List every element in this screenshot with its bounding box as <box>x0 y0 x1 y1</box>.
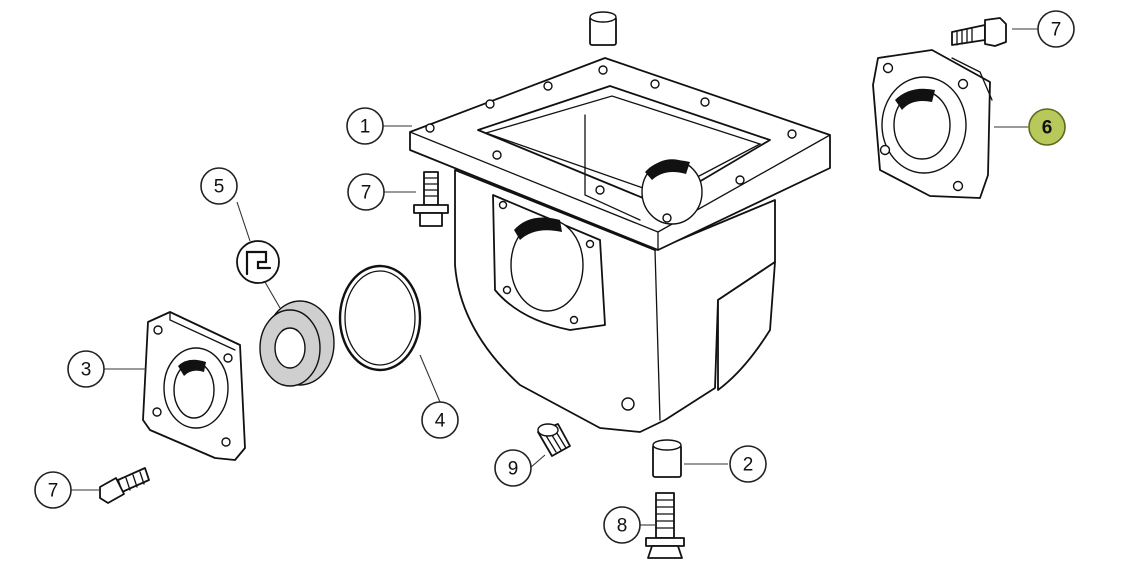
o-ring-drawing <box>338 264 422 372</box>
top-bushing-drawing <box>589 11 617 46</box>
plug-screw-drawing <box>537 423 571 457</box>
callout-bolt-bottom[interactable]: 8 <box>603 506 641 544</box>
svg-text:8: 8 <box>617 516 628 537</box>
svg-text:7: 7 <box>1051 20 1062 41</box>
svg-text:2: 2 <box>743 455 754 476</box>
flange-cover-left-drawing <box>142 311 246 461</box>
callout-plug-screw[interactable]: 9 <box>494 449 532 487</box>
shaft-seal-drawing <box>259 300 335 387</box>
bolt-bottom-drawing <box>645 492 685 559</box>
callout-bushing-bottom[interactable]: 2 <box>729 445 767 483</box>
svg-text:7: 7 <box>361 183 372 204</box>
callout-housing[interactable]: 1 <box>346 107 384 145</box>
callout-o-ring[interactable]: 4 <box>421 401 459 439</box>
callout-bolt-top-right[interactable]: 7 <box>1037 10 1075 48</box>
callout-bolt-housing-left[interactable]: 7 <box>347 173 385 211</box>
seal-symbol-icon <box>236 240 280 284</box>
callout-bolt-bottom-left[interactable]: 7 <box>34 471 72 509</box>
svg-text:6: 6 <box>1042 118 1053 139</box>
bolt-housing-left-drawing <box>413 171 449 227</box>
bolt-top-right-drawing <box>951 17 1007 47</box>
svg-text:4: 4 <box>435 411 446 432</box>
bolt-bottom-left-drawing <box>99 467 150 504</box>
leader-lines <box>71 28 1038 526</box>
svg-text:5: 5 <box>214 177 225 198</box>
svg-text:1: 1 <box>360 117 371 138</box>
housing-drawing <box>409 57 831 433</box>
callout-flange-cover-left[interactable]: 3 <box>67 350 105 388</box>
svg-text:3: 3 <box>81 360 92 381</box>
callout-shaft-seal[interactable]: 5 <box>200 167 238 205</box>
bushing-bottom-drawing <box>652 439 682 478</box>
callout-flange-cover-right[interactable]: 6 <box>1028 108 1066 146</box>
flange-cover-right-drawing <box>872 49 993 199</box>
svg-text:9: 9 <box>508 459 519 480</box>
svg-text:7: 7 <box>48 481 59 502</box>
